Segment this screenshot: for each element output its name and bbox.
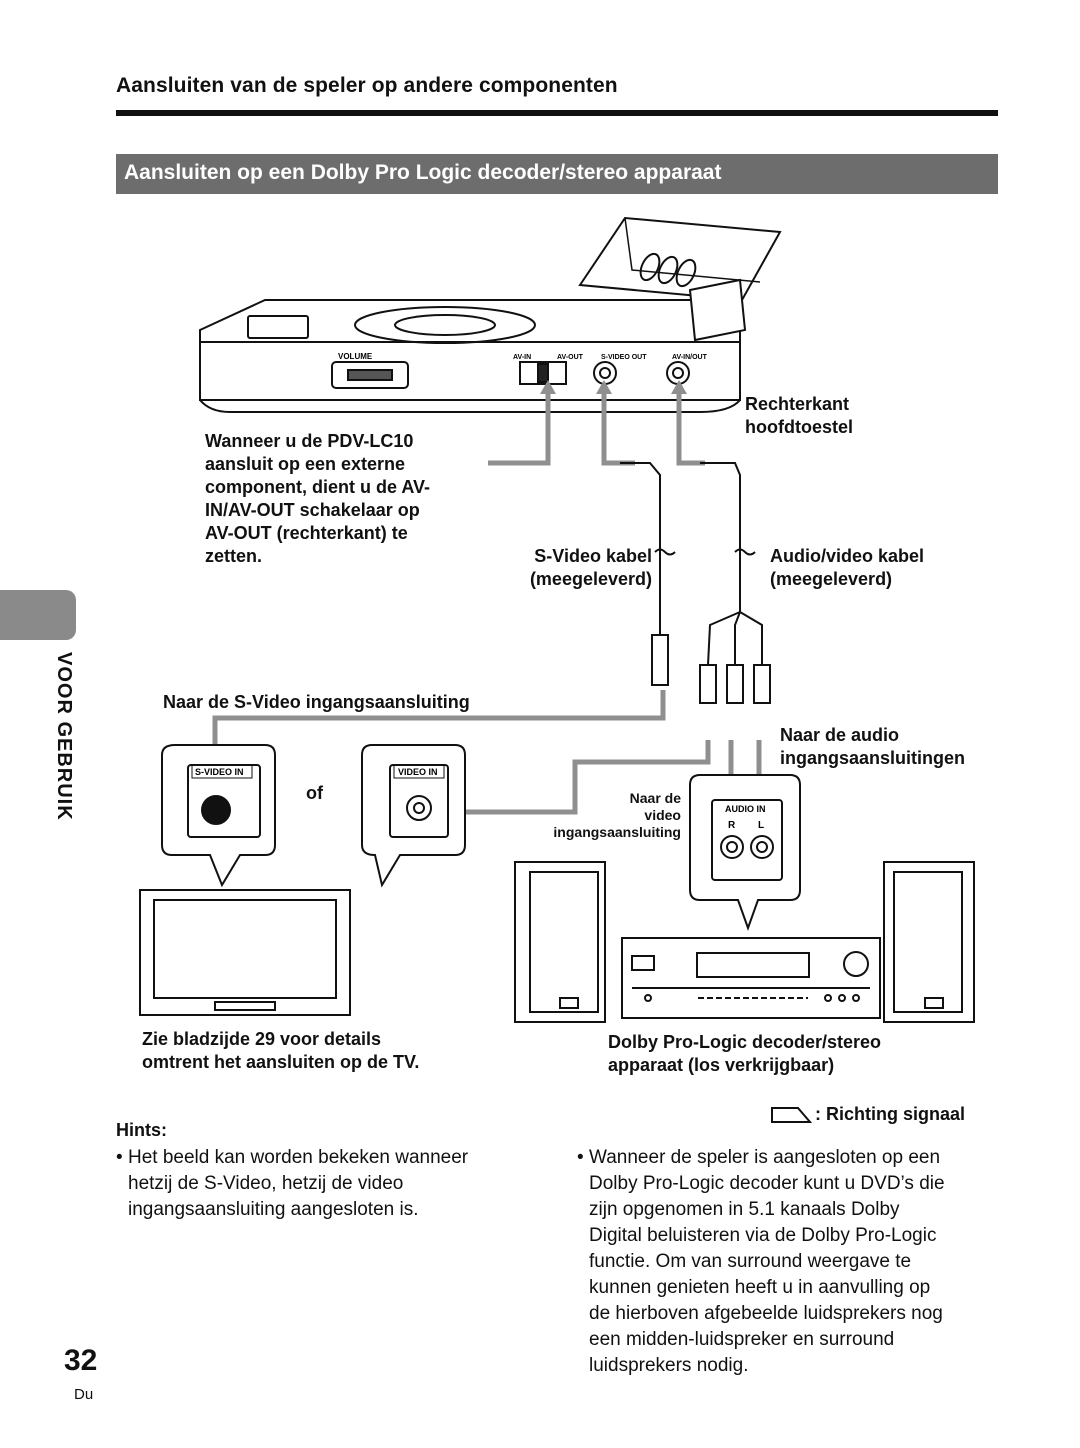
cables bbox=[620, 462, 771, 704]
decoder-note: Dolby Pro-Logic decoder/stereo apparaat … bbox=[608, 1032, 882, 1075]
dvd-player-illustration bbox=[199, 216, 782, 413]
hint-left: • Het beeld kan worden bekeken wanneer h… bbox=[116, 1145, 536, 1223]
to-audio-inputs-label: Naar de audio ingangsaansluitingen bbox=[780, 725, 966, 768]
language-code: Du bbox=[74, 1386, 94, 1403]
signal-direction-icon bbox=[771, 1107, 813, 1123]
svideo-out-label: S-VIDEO OUT bbox=[601, 354, 647, 361]
or-label: of bbox=[306, 783, 323, 803]
hint-left-text: Het beeld kan worden bekeken wanneer het… bbox=[128, 1147, 469, 1220]
av-cable-label: Audio/video kabel (meegeleverd) bbox=[770, 546, 925, 589]
side-tab bbox=[0, 590, 76, 640]
hint-right: • Wanneer de speler is aangesloten op ee… bbox=[577, 1145, 1017, 1379]
side-tab-label: VOOR GEBRUIK bbox=[53, 652, 75, 821]
av-out-label: AV-OUT bbox=[557, 354, 584, 361]
signal-legend-label: : Richting signaal bbox=[815, 1104, 966, 1124]
heading-rule bbox=[116, 110, 998, 116]
audio-in-label: AUDIO IN bbox=[725, 804, 766, 814]
television-illustration bbox=[139, 889, 351, 1016]
audio-r-label: R bbox=[728, 820, 736, 831]
video-in-label: VIDEO IN bbox=[398, 767, 438, 777]
to-svideo-input-label: Naar de S-Video ingangsaansluiting bbox=[163, 692, 470, 712]
audio-l-label: L bbox=[758, 820, 764, 831]
bullet-icon: • bbox=[577, 1147, 584, 1168]
svideo-in-label: S-VIDEO IN bbox=[195, 767, 244, 777]
svideo-jack-label-box bbox=[191, 764, 445, 779]
stereo-system-illustration bbox=[514, 861, 975, 1023]
switch-note: Wanneer u de PDV-LC10 aansluit op een ex… bbox=[205, 431, 430, 566]
section-bar: Aansluiten op een Dolby Pro Logic decode… bbox=[116, 154, 998, 194]
bullet-icon: • bbox=[116, 1147, 123, 1168]
to-video-input-label: Naar de video ingangsaansluiting bbox=[553, 790, 681, 840]
signal-paths bbox=[212, 390, 762, 815]
page-number: 32 bbox=[64, 1344, 98, 1377]
tv-jack-panels bbox=[161, 744, 466, 888]
audio-in-panel bbox=[689, 774, 801, 931]
volume-label: VOLUME bbox=[338, 352, 373, 361]
tv-note: Zie bladzijde 29 voor details omtrent he… bbox=[142, 1029, 420, 1072]
right-side-label: Rechterkant hoofdtoestel bbox=[745, 394, 853, 437]
section-title: Aansluiten op een Dolby Pro Logic decode… bbox=[124, 161, 722, 184]
av-in-label: AV-IN bbox=[513, 354, 531, 361]
hint-right-text: Wanneer de speler is aangesloten op een … bbox=[589, 1147, 945, 1376]
page-heading: Aansluiten van de speler op andere compo… bbox=[116, 74, 618, 97]
hints-title: Hints: bbox=[116, 1120, 167, 1140]
svideo-cable-label: S-Video kabel (meegeleverd) bbox=[529, 546, 652, 589]
av-in-out-label: AV-IN/OUT bbox=[672, 354, 708, 361]
